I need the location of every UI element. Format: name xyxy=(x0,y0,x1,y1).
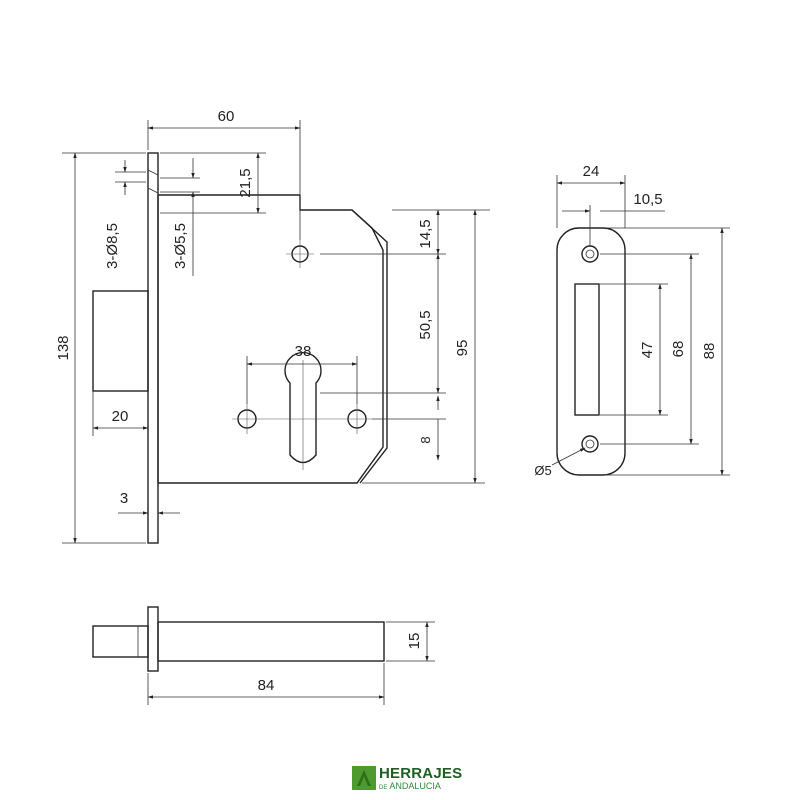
dim-68: 68 xyxy=(670,341,687,358)
side-case xyxy=(157,621,385,662)
dim-24: 24 xyxy=(583,163,600,180)
dim-50-5: 50,5 xyxy=(417,310,434,339)
dim-138: 138 xyxy=(55,335,72,360)
dimensions-strike: 24 10,5 47 68 88 Ø5 xyxy=(534,163,730,478)
faceplate xyxy=(147,152,159,544)
dim-84: 84 xyxy=(258,677,275,694)
side-faceplate xyxy=(147,606,159,672)
lock-case xyxy=(158,194,384,484)
strike-slot xyxy=(574,283,600,416)
side-bolt xyxy=(92,625,149,658)
lock-body-front-view xyxy=(92,152,388,544)
logo-mark-icon xyxy=(352,766,376,790)
dim-3: 3 xyxy=(120,490,128,507)
dim-21-5: 21,5 xyxy=(237,168,254,197)
strike-plate xyxy=(556,227,626,476)
dimensions-side: 84 15 xyxy=(147,621,435,705)
strike-hole-bottom xyxy=(581,435,599,453)
logo-sub-text: DE ANDALUCIA xyxy=(379,781,441,791)
logo-main-text: HERRAJES xyxy=(379,765,463,782)
dim-95: 95 xyxy=(454,340,471,357)
dim-10-5: 10,5 xyxy=(633,191,662,208)
dim-47: 47 xyxy=(639,342,656,359)
dim-14-5: 14,5 xyxy=(417,219,434,248)
strike-hole-top xyxy=(581,245,599,263)
brand-logo: HERRAJES DE ANDALUCIA xyxy=(352,765,462,795)
dim-60: 60 xyxy=(218,108,235,125)
dim-20: 20 xyxy=(112,408,129,425)
lock-side-view xyxy=(92,606,385,672)
dimensions-main: 60 138 21,5 3-Ø8,5 3-Ø5,5 20 3 xyxy=(55,108,490,544)
logo-region: ANDALUCIA xyxy=(389,781,441,791)
bolt xyxy=(92,290,149,392)
dim-15: 15 xyxy=(406,633,423,650)
dim-88: 88 xyxy=(701,343,718,360)
dim-8: 8 xyxy=(418,436,433,443)
dim-dia-5: Ø5 xyxy=(534,463,551,478)
logo-prefix: DE xyxy=(379,785,388,791)
dim-3-dia-8-5: 3-Ø8,5 xyxy=(104,223,121,269)
dim-38: 38 xyxy=(295,343,312,360)
dim-3-dia-5-5: 3-Ø5,5 xyxy=(172,223,189,269)
